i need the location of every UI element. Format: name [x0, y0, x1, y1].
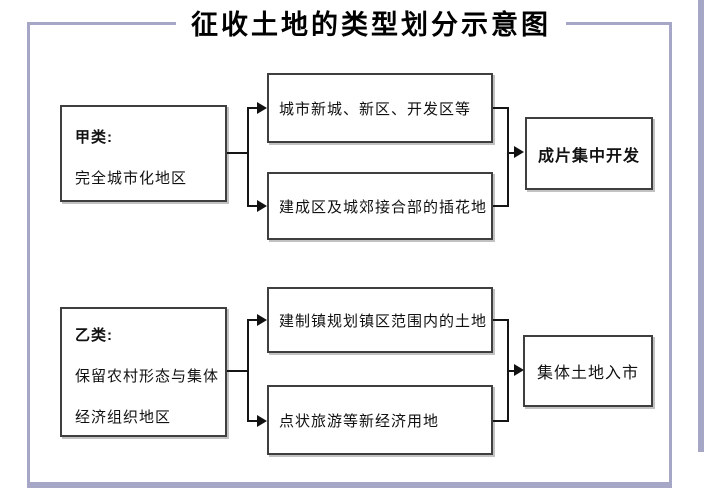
class-a-result-box: 成片集中开发: [525, 117, 653, 190]
class-a-branch-2-label: 建成区及城郊接合部的插花地: [279, 198, 488, 216]
class-b-source-stub-line: [227, 370, 248, 372]
class-b-heading: 乙类:: [75, 327, 113, 344]
class-b-description-line-2: 经济组织地区: [75, 409, 172, 426]
class-a-branch-1-out-line: [493, 107, 508, 109]
class-b-split-line: [247, 319, 249, 422]
class-a-merge-line: [507, 107, 509, 207]
class-b-result-label: 集体土地入市: [536, 365, 639, 382]
class-a-branch-2-out-line: [493, 205, 508, 207]
class-a-branch-1-line: [247, 107, 258, 109]
class-b-result-line: [507, 370, 515, 372]
class-a-branch-1-arrow-icon: [257, 102, 267, 114]
class-a-branch-2-line: [247, 205, 258, 207]
class-a-description: 完全城市化地区: [75, 170, 188, 187]
class-b-branch-1-out-line: [493, 319, 508, 321]
class-a-branch-1-box: 城市新城、新区、开发区等: [267, 73, 493, 143]
class-a-result-line: [507, 152, 515, 154]
class-b-result-arrow-icon: [514, 364, 524, 376]
class-a-branch-2-box: 建成区及城郊接合部的插花地: [267, 172, 493, 240]
class-a-result-arrow-icon: [514, 146, 524, 158]
class-b-branch-1-label: 建制镇规划镇区范围内的土地: [279, 312, 488, 330]
class-b-branch-2-out-line: [493, 420, 508, 422]
class-a-heading: 甲类:: [75, 129, 113, 146]
class-a-branch-1-label: 城市新城、新区、开发区等: [279, 100, 472, 118]
class-b-branch-2-label: 点状旅游等新经济用地: [279, 412, 440, 430]
class-b-branch-2-box: 点状旅游等新经济用地: [267, 385, 493, 455]
class-b-source-box: 乙类: 保留农村形态与集体 经济组织地区: [60, 307, 227, 437]
class-a-source-box: 甲类: 完全城市化地区: [60, 105, 227, 202]
class-b-result-box: 集体土地入市: [523, 335, 653, 407]
class-b-branch-2-arrow-icon: [257, 415, 267, 427]
class-a-source-stub-line: [227, 152, 248, 154]
class-a-result-label: 成片集中开发: [537, 147, 640, 165]
class-a-branch-2-arrow-icon: [257, 200, 267, 212]
class-b-branch-1-line: [247, 319, 258, 321]
page-edge-strip: [698, 0, 704, 452]
diagram-title: 征收土地的类型划分示意图: [176, 3, 566, 42]
class-a-split-line: [247, 107, 249, 207]
class-b-description-line-1: 保留农村形态与集体: [75, 368, 220, 385]
class-b-branch-1-box: 建制镇规划镇区范围内的土地: [267, 287, 493, 353]
class-b-branch-1-arrow-icon: [257, 314, 267, 326]
class-b-branch-2-line: [247, 420, 258, 422]
